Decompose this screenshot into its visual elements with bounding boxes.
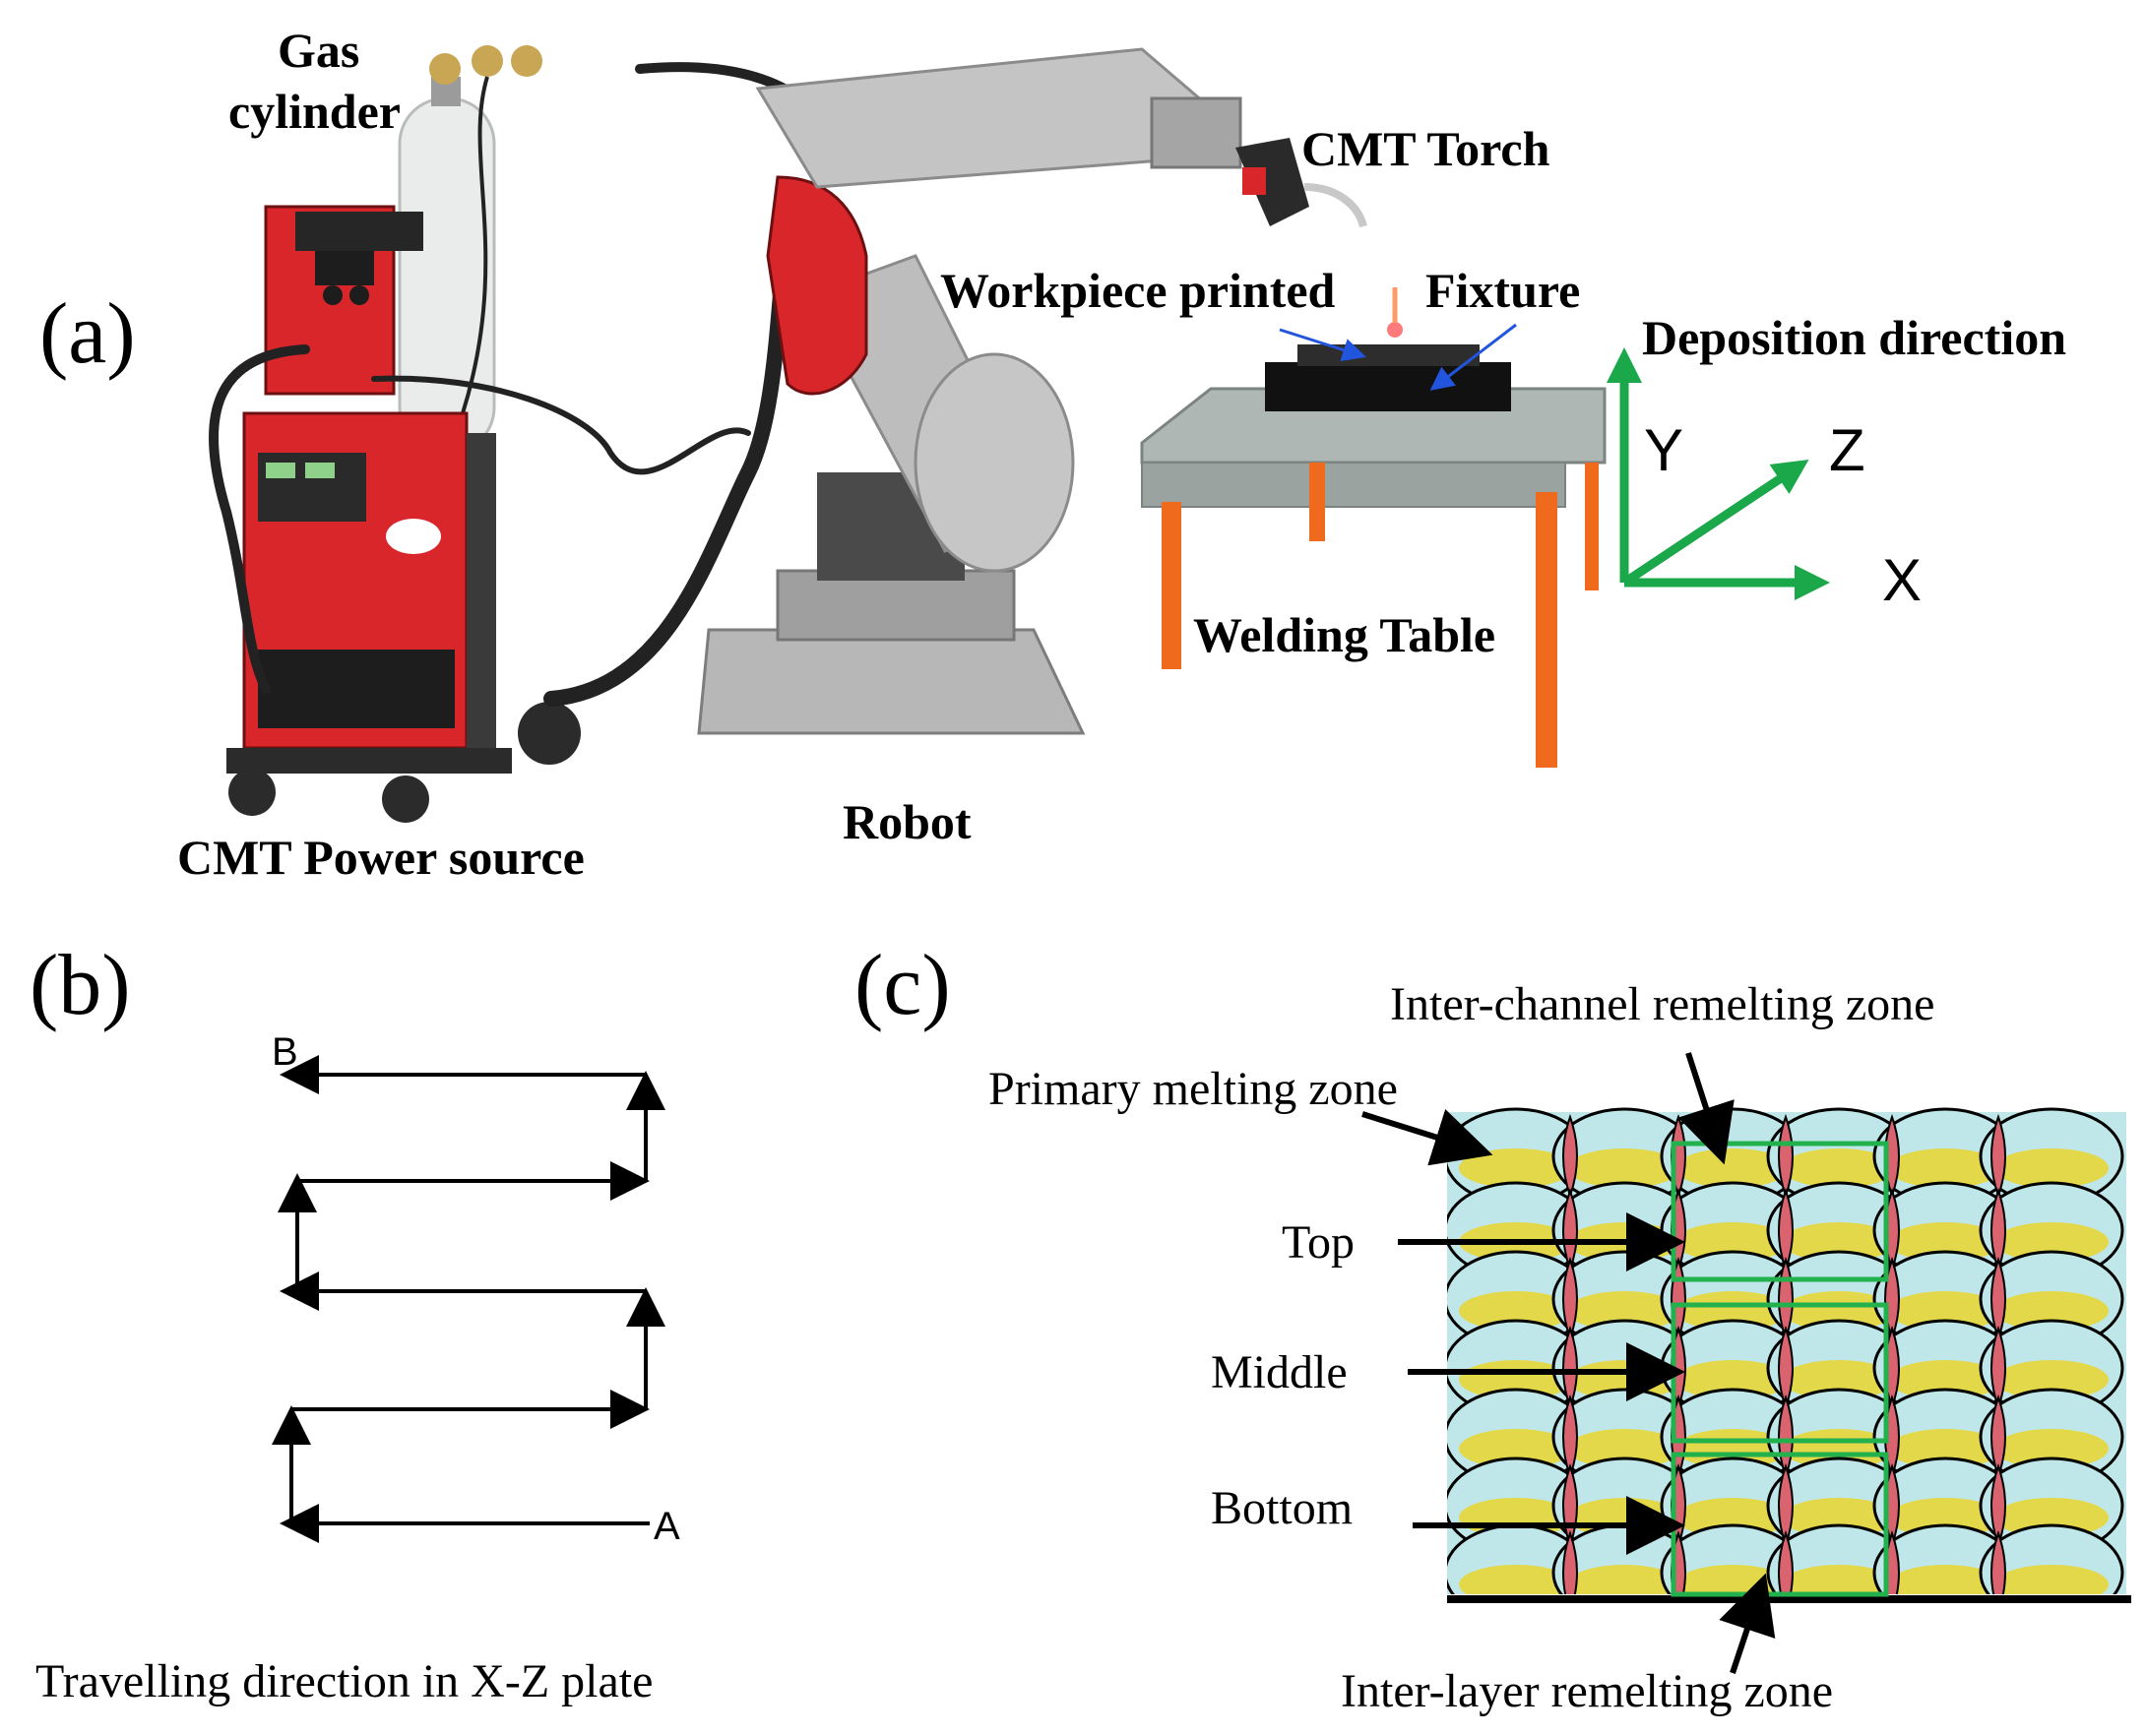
bead-core — [1567, 1291, 1681, 1331]
bead-core — [1888, 1429, 2002, 1468]
bead-core — [1675, 1291, 1790, 1331]
x-axis-label: X — [1882, 547, 1922, 613]
bead-core — [1888, 1222, 2002, 1262]
bead-core — [1782, 1291, 1896, 1331]
top-label: Top — [1282, 1216, 1355, 1269]
bead-core — [1459, 1565, 1573, 1594]
gas-cylinder-label-line2: cylinder — [228, 84, 401, 139]
remelting-lens — [1778, 1529, 1794, 1594]
gas-cylinder-label-line1: Gas — [278, 23, 359, 78]
fixture-leader-arrow — [1429, 323, 1517, 391]
z-axis-arrow — [1621, 460, 1809, 587]
bead-core — [1567, 1148, 1681, 1188]
bead-core — [1888, 1360, 2002, 1399]
bead-core — [1782, 1565, 1896, 1594]
path-start-label-a: A — [654, 1505, 680, 1548]
primary-melting-leader-arrow — [1361, 1108, 1493, 1166]
panel-c: (c) Inter-channel remelting zone Primary… — [854, 938, 2131, 1717]
remelting-lens — [1990, 1529, 2006, 1594]
inter-layer-leader-arrow — [1719, 1573, 1776, 1674]
bead-core — [1782, 1360, 1896, 1399]
bead-core — [1994, 1565, 2109, 1594]
y-axis-label: Y — [1644, 417, 1683, 483]
bead-core — [1888, 1291, 2002, 1331]
bead-core — [1782, 1148, 1896, 1188]
bead-core — [1567, 1429, 1681, 1468]
travel-direction-caption: Travelling direction in X-Z plate — [35, 1655, 653, 1707]
bead-core — [1994, 1429, 2109, 1468]
remelting-lens — [1562, 1529, 1578, 1594]
bead-core — [1675, 1222, 1790, 1262]
cmt-torch-label: CMT Torch — [1301, 121, 1550, 176]
bead-grid — [1447, 1107, 2126, 1594]
inter-channel-remelting-label: Inter-channel remelting zone — [1390, 978, 1934, 1030]
panel-b-letter: (b) — [30, 938, 131, 1033]
bead-core — [1567, 1565, 1681, 1594]
cmt-power-source-label: CMT Power source — [177, 830, 585, 885]
welding-table-label: Welding Table — [1193, 607, 1495, 662]
gas-cylinder-illustration — [398, 45, 542, 455]
bead-core — [1888, 1498, 2002, 1537]
panel-a-letter: (a) — [39, 286, 136, 382]
inter-layer-remelting-label: Inter-layer remelting zone — [1341, 1665, 1833, 1717]
primary-melting-zone-label: Primary melting zone — [988, 1063, 1398, 1115]
bead-core — [1888, 1565, 2002, 1594]
deposition-direction-label: Deposition direction — [1642, 310, 2066, 365]
robot-label: Robot — [843, 794, 972, 849]
middle-label: Middle — [1211, 1346, 1348, 1398]
bead-core — [1782, 1498, 1896, 1537]
fixture-label: Fixture — [1425, 263, 1580, 318]
panel-b: (b) B A Travelling direction in X-Z plat… — [30, 938, 680, 1707]
panel-c-letter: (c) — [854, 938, 951, 1033]
travel-path — [272, 1055, 665, 1543]
welding-table-illustration — [1140, 287, 1607, 768]
panel-a: (a) — [39, 23, 2066, 885]
bead-core — [1782, 1222, 1896, 1262]
workpiece-leader-arrow — [1279, 328, 1366, 362]
bead-core — [1888, 1148, 2002, 1188]
robot-illustration — [697, 47, 1367, 735]
workpiece-printed-label: Workpiece printed — [940, 263, 1336, 318]
cmt-power-source-illustration — [226, 205, 581, 823]
path-end-label-b: B — [272, 1030, 298, 1074]
coordinate-axes: Y Z X — [1607, 347, 1922, 613]
bottom-label: Bottom — [1211, 1482, 1353, 1534]
bead-core — [1675, 1360, 1790, 1399]
inter-channel-leader-arrow — [1677, 1052, 1735, 1165]
bead-core — [1675, 1498, 1790, 1537]
bead-core — [1459, 1291, 1573, 1331]
bead-core — [1994, 1148, 2109, 1188]
bead-core — [1994, 1498, 2109, 1537]
bead-core — [1994, 1222, 2109, 1262]
bead-core — [1994, 1291, 2109, 1331]
z-axis-label: Z — [1829, 417, 1865, 483]
bead-core — [1459, 1429, 1573, 1468]
bead-core — [1994, 1360, 2109, 1399]
top-zone-box — [1671, 1141, 1889, 1282]
bead-cross-section — [1447, 1107, 2126, 1594]
